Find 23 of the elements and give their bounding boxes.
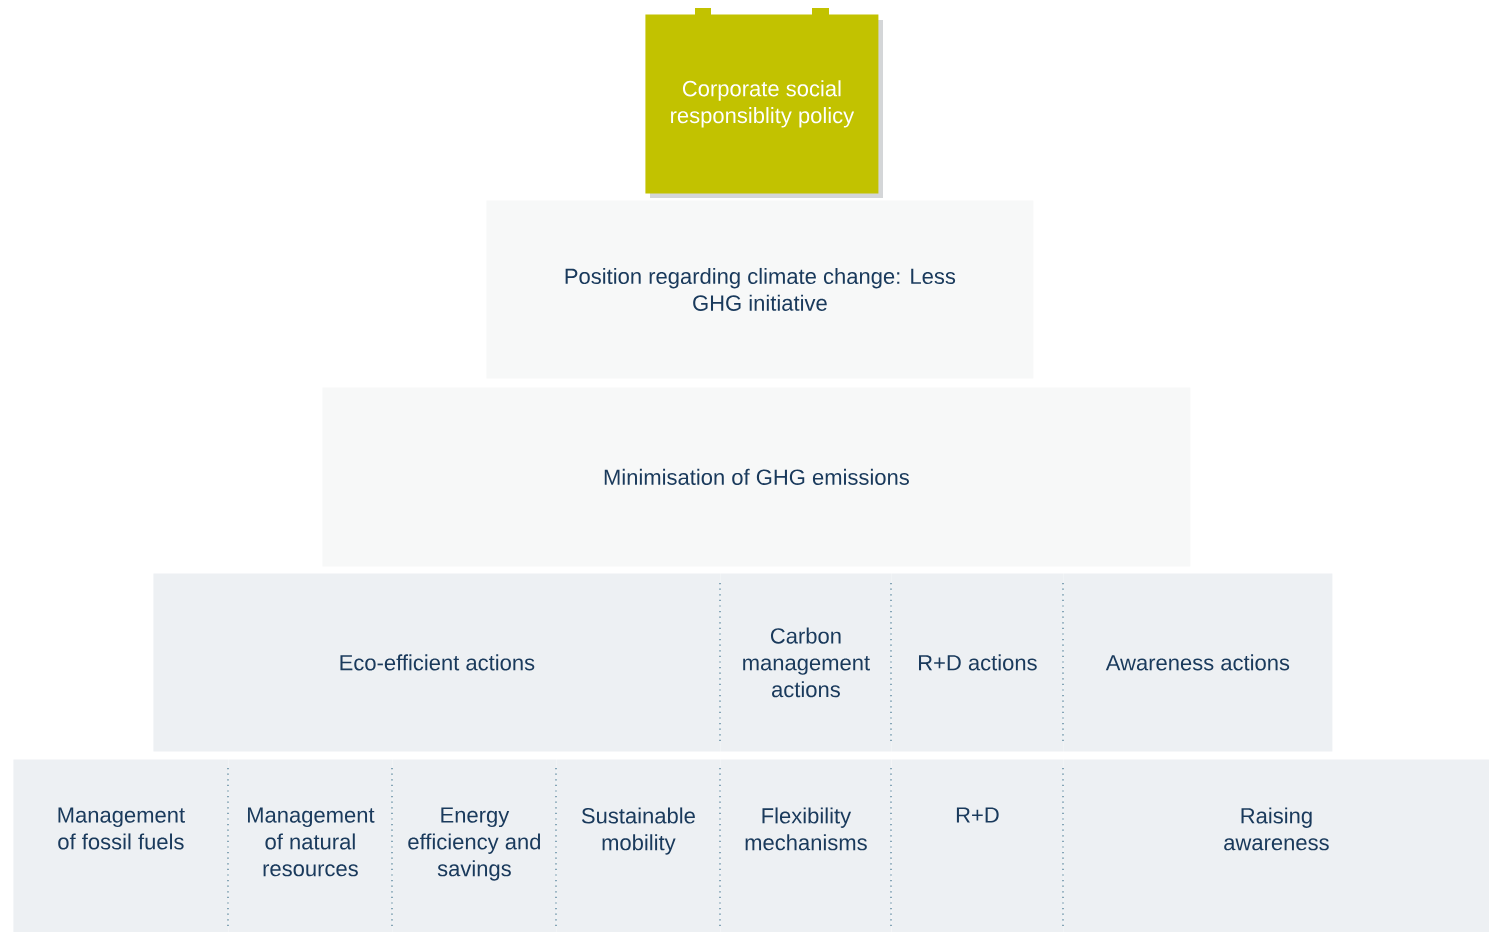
node-label: Management of fossil fuels [58,807,185,850]
pyramid-box: Position regarding climate change: Less GHG initiative [486,200,1034,379]
pyramid-cell: Management of natural resources [228,759,393,932]
pyramid-cell: R+D actions [891,573,1064,752]
pyramid-cell: Carbon management actions [720,573,892,752]
node-label: Carbon management actions [743,627,870,698]
node-label: Flexibility mechanisms [745,807,867,851]
pyramid-cell: Flexibility mechanisms [720,759,892,932]
pyramid-cell: Management of fossil fuels [13,759,229,932]
node-label: Eco-efficient actions [340,654,535,671]
pyramid-cell: R+D [891,759,1064,932]
node-label: R+D actions [919,654,1037,671]
pyramid-box: Minimisation of GHG emissions [322,387,1191,567]
node-label: Awareness actions [1105,654,1290,671]
node-label: Management of natural resources [248,807,375,877]
node-label: Sustainable mobility [581,807,695,855]
policy-box: Corporate social responsiblity policy [645,14,879,194]
node-label: R+D [956,807,999,823]
pyramid-cell: Energy efficiency and savings [392,759,557,932]
node-label: Energy efficiency and savings [408,807,541,881]
node-label: Raising awareness [1224,807,1329,851]
pyramid-cell: Awareness actions [1063,573,1333,752]
pyramid-cell: Sustainable mobility [556,759,721,932]
